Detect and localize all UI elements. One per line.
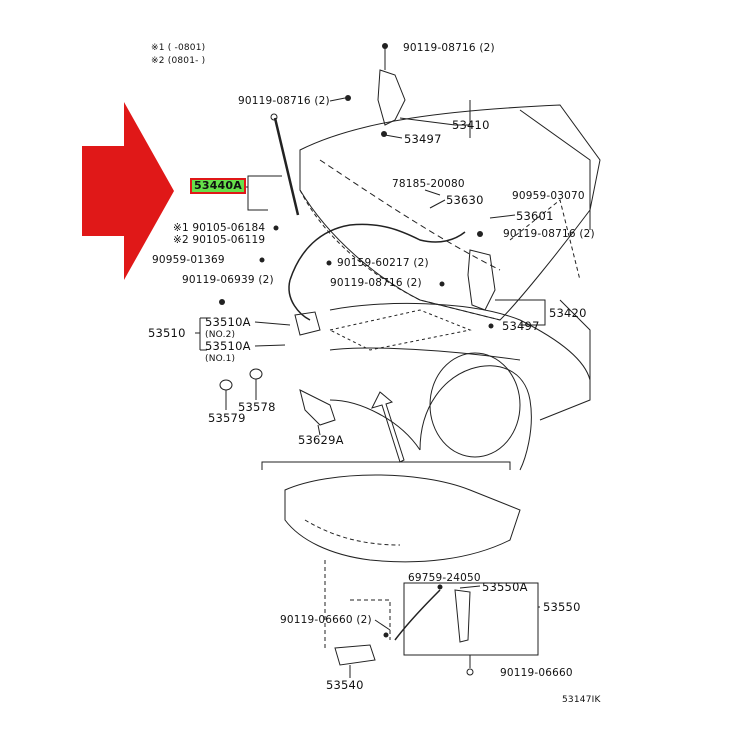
- wheel-arch: [419, 365, 532, 471]
- pointer-arrow-icon: [82, 102, 174, 280]
- leader-53410: [399, 117, 456, 126]
- detail-lock-53540: [334, 644, 376, 666]
- headlamp-outline: [328, 309, 472, 351]
- washer-53497-mid: [488, 323, 494, 329]
- fender-line: [329, 302, 591, 381]
- hood-centerline: [319, 159, 501, 271]
- bolt-06939: [219, 299, 225, 305]
- label-90119-08716-top: 90119-08716 (2): [403, 42, 495, 54]
- note-2: ※2 (0801- ): [151, 56, 206, 66]
- label-53440a-highlighted[interactable]: 53440A: [190, 178, 246, 194]
- label-53410: 53410: [452, 118, 490, 132]
- bolt-60217: [326, 260, 332, 266]
- label-90119-08716-right: 90119-08716 (2): [503, 228, 595, 240]
- detail-grille: [304, 519, 401, 546]
- bolt-08716-right: [477, 231, 483, 237]
- leader-06660-left: [374, 619, 391, 631]
- label-53601: 53601: [516, 209, 554, 223]
- grommet-53579: [219, 379, 233, 391]
- washer-53497-top: [381, 131, 387, 137]
- fender-lower: [329, 399, 421, 451]
- label-53497-mid: 53497: [502, 319, 540, 333]
- hinge-53410: [377, 69, 406, 126]
- bolt-06660-left: [383, 632, 389, 638]
- hood-support-rod: [273, 117, 300, 216]
- bolt-06184: [273, 225, 279, 231]
- rod-top-end: [270, 113, 278, 121]
- label-no1: (NO.1): [205, 354, 236, 364]
- bracket-53420: [495, 299, 546, 326]
- latch-53510: [294, 311, 321, 336]
- leader-53630: [429, 199, 446, 209]
- label-69759-24050: 69759-24050: [408, 572, 481, 584]
- label-53550: 53550: [543, 600, 581, 614]
- bolt-08716-mid: [439, 281, 445, 287]
- label-53629a: 53629A: [298, 433, 344, 447]
- label-53540: 53540: [326, 678, 364, 692]
- label-53630: 53630: [446, 193, 484, 207]
- windshield-line-2: [509, 199, 581, 281]
- release-cable: [289, 223, 466, 281]
- detail-arrow: [371, 391, 405, 463]
- leader-78185: [424, 189, 441, 196]
- label-90119-06939: 90119-06939 (2): [182, 274, 274, 286]
- bracket-53510: [195, 317, 207, 351]
- label-90959-03070: 90959-03070: [512, 190, 585, 202]
- leader-53601: [489, 214, 516, 219]
- leader-53550a: [459, 585, 481, 589]
- hood-edge-front: [299, 189, 501, 321]
- label-53497-top: 53497: [404, 132, 442, 146]
- wheel-circle: [429, 352, 521, 458]
- bracket-53410: [455, 100, 471, 138]
- label-no2: (NO.2): [205, 330, 236, 340]
- leader-53510a-no1: [254, 344, 286, 347]
- body-right: [539, 299, 591, 421]
- detail-dash-2: [350, 599, 391, 640]
- figure-code: 53147IK: [562, 695, 601, 705]
- bolt-top: [382, 43, 388, 49]
- windshield-line: [519, 109, 591, 230]
- label-90119-08716-left: 90119-08716 (2): [238, 95, 330, 107]
- catch-53550a: [454, 589, 471, 643]
- label-53420: 53420: [549, 306, 587, 320]
- detail-hood: [284, 474, 521, 563]
- leader-53510a-no2: [254, 321, 291, 326]
- label-78185-20080: 78185-20080: [392, 178, 465, 190]
- detail-frame: [261, 461, 511, 470]
- label-90119-08716-mid: 90119-08716 (2): [330, 277, 422, 289]
- hood-outline: [299, 104, 601, 321]
- label-53510a-no2: 53510A: [205, 315, 251, 329]
- bolt-06660-right: [466, 668, 474, 676]
- label-90119-06660-left: 90119-06660 (2): [280, 614, 372, 626]
- label-90105-06184: ※1 90105-06184: [173, 222, 266, 234]
- label-90159-60217: 90159-60217 (2): [337, 257, 429, 269]
- bracket-53629a: [299, 389, 336, 426]
- label-53510a-no1: 53510A: [205, 339, 251, 353]
- bolt-left: [345, 95, 351, 101]
- leader-53497-top: [384, 134, 403, 139]
- note-1: ※1 ( -0801): [151, 43, 206, 53]
- label-90105-06119: ※2 90105-06119: [173, 234, 266, 246]
- grommet-53578: [249, 368, 263, 380]
- label-53510: 53510: [148, 326, 186, 340]
- hinge-53420: [467, 249, 496, 311]
- body-line-lower: [329, 347, 521, 361]
- clip-24050: [437, 584, 443, 590]
- box-53550: [403, 582, 539, 656]
- label-53579: 53579: [208, 411, 246, 425]
- leader-53629a: [317, 424, 321, 436]
- label-90119-06660-right: 90119-06660: [500, 667, 573, 679]
- label-53578: 53578: [238, 400, 276, 414]
- cable-to-lock: [288, 279, 311, 321]
- label-90959-01369: 90959-01369: [152, 254, 225, 266]
- detail-cable: [394, 589, 441, 641]
- label-53550a: 53550A: [482, 580, 528, 594]
- leader-left-bolt: [329, 97, 346, 102]
- clip-01369: [259, 257, 265, 263]
